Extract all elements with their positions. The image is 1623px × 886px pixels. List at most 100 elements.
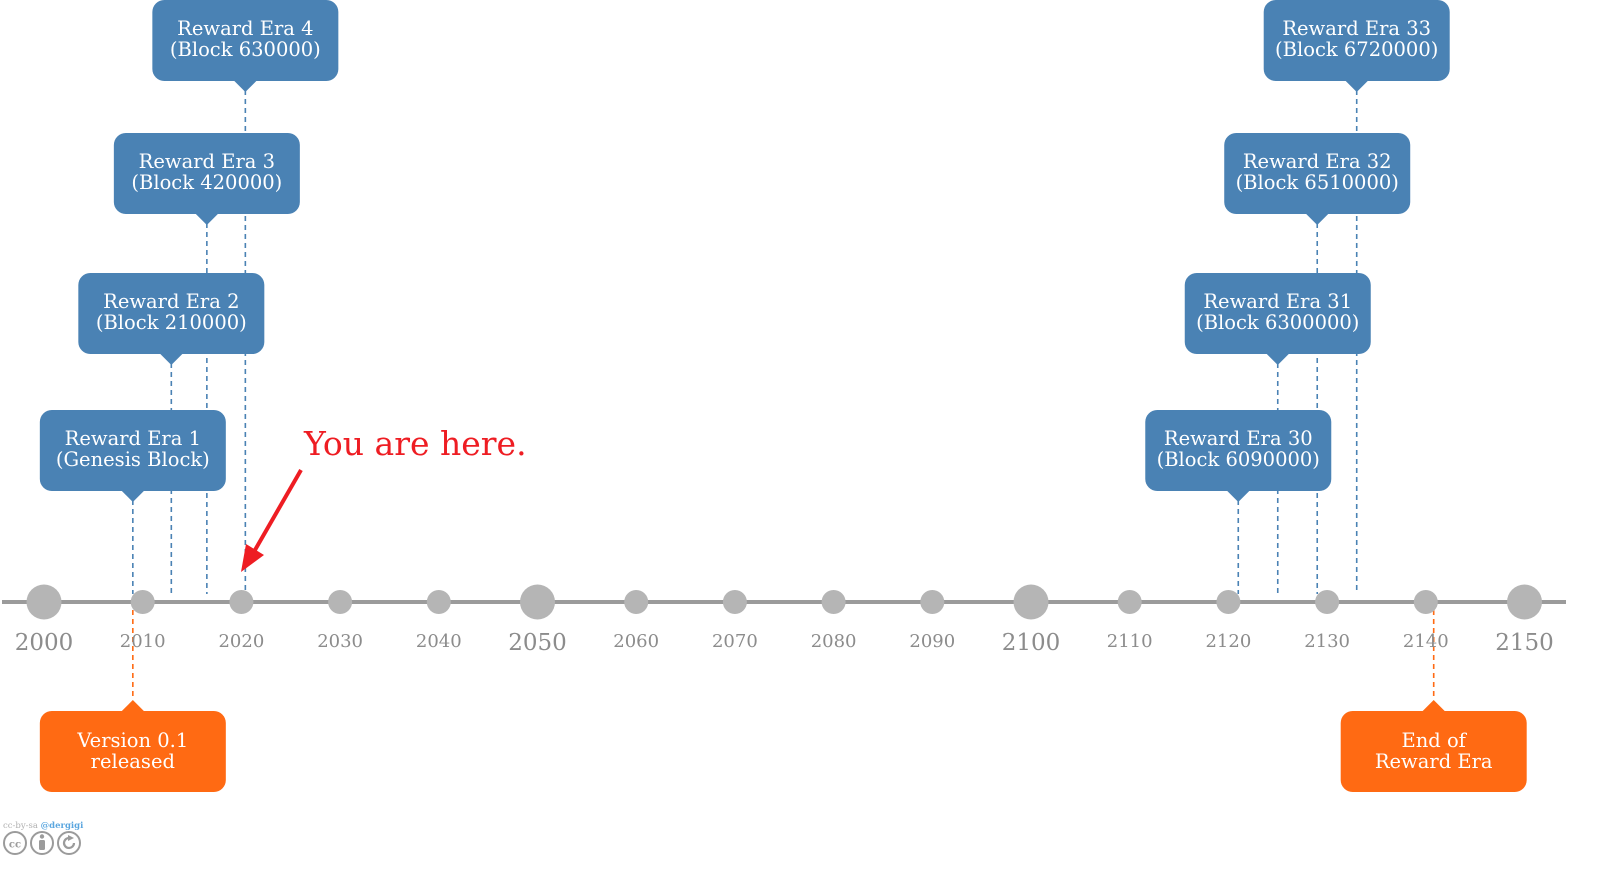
you-are-here-annotation: You are here. [241, 424, 527, 572]
milestone-box-bg [1340, 711, 1527, 792]
milestone-line1: End of [1401, 729, 1467, 752]
milestone-box-pointer [1422, 700, 1445, 711]
you-are-here-label: You are here. [303, 424, 527, 463]
timeline-dot-2000 [26, 584, 62, 620]
timeline-dot-2120 [1216, 590, 1241, 614]
year-label-2050: 2050 [508, 630, 567, 656]
milestone-box-pointer [121, 700, 144, 711]
timeline-dot-2030 [328, 590, 353, 614]
timeline-dot-2010 [130, 590, 155, 614]
era-leader-lines [132, 81, 1358, 594]
timeline-dot-2040 [426, 590, 451, 614]
reward-era-box: Reward Era 3(Block 420000) [113, 133, 300, 225]
reward-era-title: Reward Era 33 [1282, 17, 1431, 40]
year-label-2010: 2010 [120, 631, 166, 652]
timeline-dot-2140 [1413, 590, 1438, 614]
reward-era-box-pointer [1306, 214, 1329, 225]
timeline-dot-2150 [1507, 584, 1542, 620]
reward-era-title: Reward Era 1 [65, 427, 201, 450]
reward-era-box-bg [1145, 410, 1332, 491]
reward-era-box-pointer [121, 491, 144, 502]
reward-era-title: Reward Era 4 [177, 17, 313, 40]
reward-era-box: Reward Era 2(Block 210000) [78, 273, 265, 365]
reward-era-box: Reward Era 4(Block 630000) [152, 0, 339, 92]
reward-era-box-pointer [160, 354, 183, 365]
timeline-dot-2060 [624, 590, 649, 614]
year-label-2080: 2080 [811, 631, 857, 652]
year-label-2000: 2000 [15, 630, 74, 656]
reward-era-box: Reward Era 1(Genesis Block) [39, 410, 226, 502]
reward-era-callouts: Reward Era 1(Genesis Block)Reward Era 2(… [39, 0, 1450, 502]
reward-era-box-pointer [195, 214, 218, 225]
reward-era-box-bg [1263, 0, 1450, 81]
milestone-leader-lines [132, 610, 1435, 700]
svg-text:cc: cc [9, 840, 21, 851]
year-label-2060: 2060 [613, 631, 659, 652]
reward-era-block: (Block 420000) [131, 171, 282, 194]
license-text: cc-by-sa [3, 821, 41, 831]
svg-text:cc-by-sa @dergigi: cc-by-sa @dergigi [3, 821, 84, 831]
year-label-2130: 2130 [1304, 631, 1350, 652]
reward-era-box: Reward Era 31(Block 6300000) [1184, 273, 1371, 365]
timeline-dot-2050 [520, 584, 555, 620]
reward-era-block: (Block 6090000) [1157, 448, 1320, 471]
cc-icon: cc [3, 831, 27, 855]
timeline-year-labels: 2000 2010 2020 2030 2040 2050 2060 2070 2080 2090… [15, 630, 1554, 656]
you-are-here-arrow [253, 469, 303, 551]
reward-era-title: Reward Era 3 [139, 150, 275, 173]
reward-era-block: (Genesis Block) [56, 448, 210, 471]
reward-era-box-bg [1184, 273, 1371, 354]
license-handle: @dergigi [41, 821, 84, 831]
milestone-box-bg [39, 711, 226, 792]
milestone-line2: released [91, 750, 175, 773]
reward-era-block: (Block 630000) [170, 38, 321, 61]
share-alike-icon [57, 831, 81, 855]
timeline-dot-2110 [1117, 590, 1142, 614]
year-label-2040: 2040 [416, 631, 462, 652]
reward-era-box-bg [1224, 133, 1411, 214]
reward-era-block: (Block 6510000) [1236, 171, 1399, 194]
year-label-2090: 2090 [909, 631, 955, 652]
timeline-dot-2020 [229, 590, 254, 614]
milestone-line1: Version 0.1 [76, 729, 188, 752]
year-label-2070: 2070 [712, 631, 758, 652]
reward-era-title: Reward Era 32 [1243, 150, 1392, 173]
reward-era-title: Reward Era 30 [1164, 427, 1313, 450]
reward-era-title: Reward Era 2 [103, 290, 239, 313]
year-label-2110: 2110 [1107, 631, 1153, 652]
year-label-2100: 2100 [1002, 630, 1061, 656]
reward-era-box-pointer [1345, 81, 1368, 92]
reward-era-box-bg [152, 0, 339, 81]
reward-era-box-pointer [1227, 491, 1250, 502]
timeline-dot-2130 [1315, 590, 1340, 614]
reward-era-block: (Block 210000) [96, 311, 247, 334]
you-are-here-arrowhead [241, 544, 264, 572]
reward-era-title: Reward Era 31 [1203, 290, 1352, 313]
reward-era-block: (Block 6720000) [1275, 38, 1438, 61]
year-label-2030: 2030 [317, 631, 363, 652]
year-label-2020: 2020 [218, 631, 264, 652]
license-badge: cc-by-sa @dergigi cc [3, 821, 84, 855]
reward-era-box: Reward Era 30(Block 6090000) [1145, 410, 1332, 502]
timeline-dot-2080 [821, 590, 846, 614]
reward-era-block: (Block 6300000) [1196, 311, 1359, 334]
attribution-icon [30, 831, 54, 855]
reward-era-box: Reward Era 32(Block 6510000) [1224, 133, 1411, 225]
year-label-2140: 2140 [1403, 631, 1449, 652]
reward-era-box-bg [113, 133, 300, 214]
reward-era-box: Reward Era 33(Block 6720000) [1263, 0, 1450, 92]
year-label-2150: 2150 [1495, 630, 1554, 656]
timeline-dot-2070 [722, 590, 747, 614]
timeline-dot-2090 [920, 590, 945, 614]
reward-era-box-pointer [234, 81, 257, 92]
milestone-line2: Reward Era [1375, 750, 1493, 773]
timeline-dot-2100 [1013, 584, 1049, 620]
year-label-2120: 2120 [1205, 631, 1251, 652]
reward-era-box-bg [78, 273, 265, 354]
reward-era-box-pointer [1266, 354, 1289, 365]
timeline-dots [26, 584, 1542, 620]
